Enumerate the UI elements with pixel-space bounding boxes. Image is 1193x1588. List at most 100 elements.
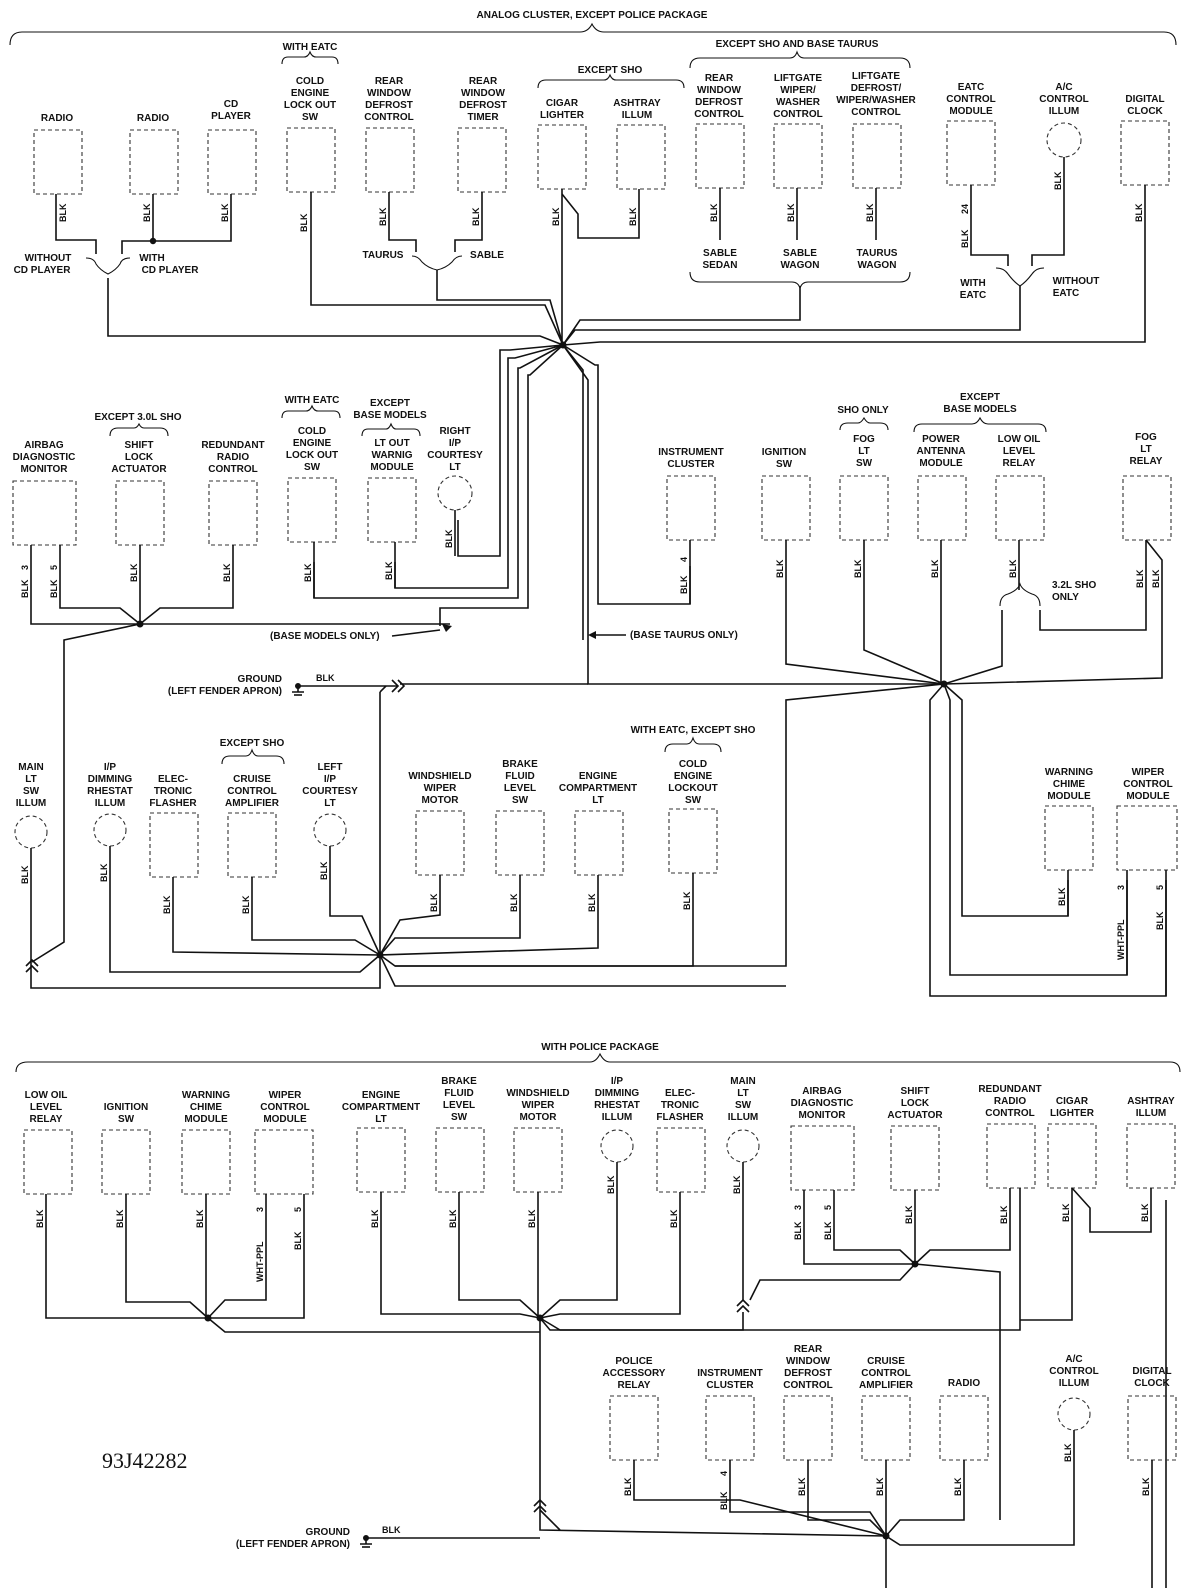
- svg-text:BLK: BLK: [303, 563, 313, 582]
- svg-text:DIGITAL: DIGITAL: [1132, 1366, 1171, 1377]
- svg-text:ENGINE: ENGINE: [362, 1090, 401, 1101]
- svg-text:WHT-PPL: WHT-PPL: [1116, 919, 1126, 960]
- svg-text:3: 3: [255, 1207, 265, 1212]
- svg-text:BLK: BLK: [429, 893, 439, 912]
- svg-text:TRONIC: TRONIC: [154, 786, 192, 797]
- svg-text:BASE MODELS: BASE MODELS: [353, 410, 427, 421]
- svg-text:BLK: BLK: [775, 559, 785, 578]
- svg-text:ILLUM: ILLUM: [1059, 1378, 1090, 1389]
- svg-text:DEFROST: DEFROST: [459, 100, 507, 111]
- svg-text:TAURUS: TAURUS: [857, 248, 898, 259]
- component-liftgate-wiper-washer-control: LIFTGATE WIPER/ WASHER CONTROL: [773, 73, 823, 189]
- svg-text:REAR: REAR: [469, 76, 498, 87]
- svg-text:I/P: I/P: [104, 762, 117, 773]
- svg-text:BLK: BLK: [551, 207, 561, 226]
- svg-text:ILLUM: ILLUM: [1049, 106, 1080, 117]
- component-liftgate-defrost-wiper-washer-control: LIFTGATE DEFROST/ WIPER/WASHER CONTROL: [836, 71, 917, 189]
- svg-text:BLK: BLK: [732, 1175, 742, 1194]
- header-analog-cluster: ANALOG CLUSTER, EXCEPT POLICE PACKAGE: [477, 10, 708, 21]
- component-wiper-control-module: WIPER CONTROL MODULE: [1116, 767, 1178, 871]
- svg-text:TAURUS: TAURUS: [363, 250, 404, 261]
- component-radio-2: RADIO: [129, 113, 179, 195]
- svg-text:ENGINE: ENGINE: [674, 771, 713, 782]
- svg-text:BLK: BLK: [293, 1231, 303, 1250]
- svg-text:LEVEL: LEVEL: [443, 1100, 475, 1111]
- svg-text:BLK: BLK: [960, 229, 970, 248]
- svg-text:CHIME: CHIME: [1053, 779, 1086, 790]
- component-shift-lock-actuator: SHIFT LOCK ACTUATOR: [111, 440, 167, 546]
- svg-text:CIGAR: CIGAR: [546, 98, 579, 109]
- svg-text:COURTESY: COURTESY: [427, 450, 483, 461]
- svg-text:BLK: BLK: [709, 203, 719, 222]
- svg-text:LT: LT: [592, 795, 603, 806]
- svg-text:BLK: BLK: [606, 1175, 616, 1194]
- svg-text:EXCEPT: EXCEPT: [370, 398, 410, 409]
- svg-text:DEFROST/: DEFROST/: [851, 83, 902, 94]
- component-radio-1: RADIO: [33, 113, 83, 195]
- svg-text:CONTROL: CONTROL: [208, 464, 257, 475]
- svg-text:BLK: BLK: [299, 213, 309, 232]
- svg-text:BLK: BLK: [719, 1491, 729, 1510]
- ground-top: GROUND (LEFT FENDER APRON) BLK: [168, 673, 406, 955]
- svg-text:EXCEPT SHO: EXCEPT SHO: [220, 738, 285, 749]
- svg-text:SW: SW: [685, 795, 702, 806]
- svg-text:LT: LT: [737, 1088, 748, 1099]
- svg-text:BLK: BLK: [319, 861, 329, 880]
- svg-text:BLK: BLK: [786, 203, 796, 222]
- svg-text:BLK: BLK: [953, 1477, 963, 1496]
- svg-text:SEDAN: SEDAN: [702, 260, 737, 271]
- svg-text:CONTROL: CONTROL: [985, 1108, 1034, 1119]
- svg-text:BLK: BLK: [35, 1209, 45, 1228]
- svg-text:EATC: EATC: [958, 82, 984, 93]
- svg-text:BLK: BLK: [999, 1205, 1009, 1224]
- svg-text:SW: SW: [512, 795, 529, 806]
- svg-text:POWER: POWER: [922, 434, 961, 445]
- svg-text:BLK: BLK: [1141, 1477, 1151, 1496]
- svg-text:ILLUM: ILLUM: [1136, 1108, 1167, 1119]
- svg-text:MAIN: MAIN: [18, 762, 44, 773]
- svg-text:(LEFT FENDER APRON): (LEFT FENDER APRON): [168, 686, 282, 697]
- svg-text:CONTROL: CONTROL: [260, 1102, 309, 1113]
- svg-text:CONTROL: CONTROL: [364, 112, 413, 123]
- component-fog-lt-sw: FOG LT SW: [839, 434, 889, 541]
- svg-text:BLK: BLK: [58, 203, 68, 222]
- svg-text:MODULE: MODULE: [919, 458, 963, 469]
- svg-text:BLK: BLK: [1140, 1203, 1150, 1222]
- svg-text:ILLUM: ILLUM: [95, 798, 126, 809]
- svg-text:LIFTGATE: LIFTGATE: [774, 73, 822, 84]
- svg-text:BLK: BLK: [471, 207, 481, 226]
- svg-text:SHO ONLY: SHO ONLY: [837, 405, 889, 416]
- svg-text:BLK: BLK: [628, 207, 638, 226]
- svg-text:LEVEL: LEVEL: [1003, 446, 1035, 457]
- svg-text:MODULE: MODULE: [263, 1114, 307, 1125]
- svg-text:RELAY: RELAY: [1003, 458, 1036, 469]
- svg-text:BLK: BLK: [679, 575, 689, 594]
- mid-wire-labels: BLK 3 BLK 5 BLK BLK BLK BLK BLK BLK 4 BL…: [20, 529, 1161, 642]
- svg-text:WIPER: WIPER: [1132, 767, 1166, 778]
- svg-text:DIMMING: DIMMING: [88, 774, 133, 785]
- svg-text:RHESTAT: RHESTAT: [594, 1100, 640, 1111]
- top-wires: [55, 157, 1146, 346]
- svg-text:CLOCK: CLOCK: [1134, 1378, 1170, 1389]
- police-row1-labels: BLK BLK BLK 3 WHT-PPL 5 BLK BLK BLK BLK …: [35, 1175, 1150, 1313]
- svg-text:BLK: BLK: [384, 561, 394, 580]
- svg-text:BLK: BLK: [382, 1525, 401, 1535]
- component-left-ip-courtesy-lt: LEFT I/P COURTESY LT: [302, 762, 358, 847]
- svg-text:WITH EATC, EXCEPT SHO: WITH EATC, EXCEPT SHO: [631, 725, 756, 736]
- component-ac-control-illum: A/C CONTROL ILLUM: [1039, 82, 1089, 158]
- svg-text:BLK: BLK: [865, 203, 875, 222]
- svg-text:BLK: BLK: [241, 895, 251, 914]
- svg-text:REDUNDANT: REDUNDANT: [201, 440, 264, 451]
- svg-text:FOG: FOG: [1135, 432, 1157, 443]
- svg-text:PLAYER: PLAYER: [211, 111, 251, 122]
- svg-text:3.2L SHO: 3.2L SHO: [1052, 580, 1096, 591]
- component-instrument-cluster: INSTRUMENT CLUSTER: [658, 447, 724, 541]
- svg-text:I/P: I/P: [449, 438, 462, 449]
- svg-text:SW: SW: [304, 462, 321, 473]
- svg-text:LT: LT: [375, 1114, 386, 1125]
- svg-text:BLK: BLK: [49, 579, 59, 598]
- svg-text:ILLUM: ILLUM: [16, 798, 47, 809]
- cond-except-sho-base-taurus: EXCEPT SHO AND BASE TAURUS: [716, 39, 879, 50]
- svg-text:SW: SW: [451, 1112, 468, 1123]
- svg-text:DEFROST: DEFROST: [365, 100, 413, 111]
